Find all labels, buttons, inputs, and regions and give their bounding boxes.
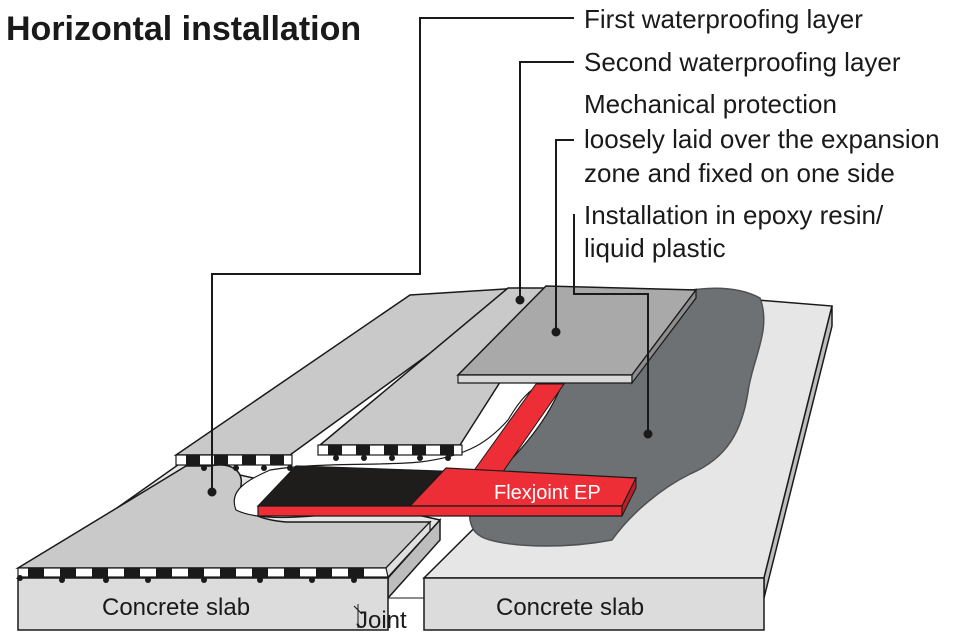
label-first-waterproofing-layer: First waterproofing layer bbox=[584, 4, 863, 34]
flexjoint-tape bbox=[256, 383, 637, 517]
right-slab-label: Concrete slab bbox=[496, 594, 644, 621]
label-mechanical-protection-line3: zone and fixed on one side bbox=[584, 158, 895, 188]
joint-marker bbox=[353, 604, 363, 628]
left-slab-label: Concrete slab bbox=[102, 594, 250, 621]
second-waterproofing-layer bbox=[317, 287, 562, 461]
diagram-title: Horizontal installation bbox=[6, 10, 361, 48]
joint-label: Joint bbox=[356, 607, 407, 632]
leader-lines bbox=[211, 17, 649, 492]
label-mechanical-protection-line1: Mechanical protection bbox=[584, 89, 837, 119]
label-installation-line2: liquid plastic bbox=[584, 233, 726, 263]
leader-dots bbox=[207, 295, 653, 497]
label-installation-line1: Installation in epoxy resin/ bbox=[584, 200, 884, 230]
label-second-waterproofing-layer: Second waterproofing layer bbox=[584, 47, 901, 77]
label-mechanical-protection-line2: loosely laid over the expansion bbox=[584, 124, 940, 154]
product-label: Flexjoint EP bbox=[494, 482, 601, 504]
